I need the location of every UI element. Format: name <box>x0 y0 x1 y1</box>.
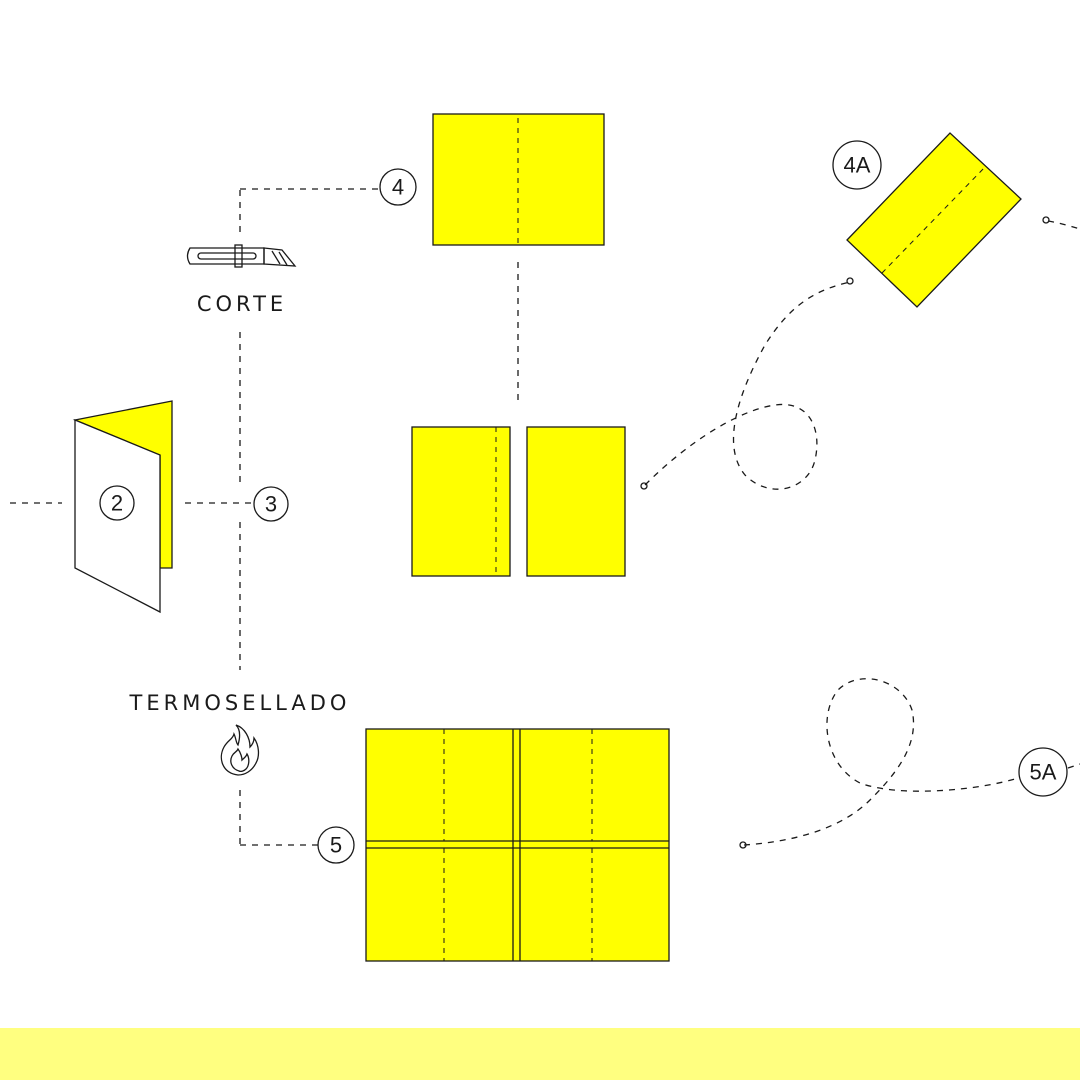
cut-halves <box>411 426 626 577</box>
step-number: 4A <box>844 153 871 178</box>
flame-icon <box>220 724 260 776</box>
label-corte: CORTE <box>197 292 287 316</box>
step-marker-4: 4 <box>379 168 417 206</box>
step-marker-2: 2 <box>99 485 135 521</box>
path-start-dot <box>739 841 747 849</box>
step-number: 3 <box>265 492 277 517</box>
curly-path-5a <box>739 678 1080 849</box>
connector-lines <box>10 188 519 846</box>
step-number: 2 <box>111 491 123 516</box>
footer-band <box>0 1028 1080 1080</box>
path-dot <box>1042 216 1050 224</box>
step-marker-3: 3 <box>253 486 289 522</box>
half-left <box>411 426 511 577</box>
step-number: 5 <box>330 833 342 858</box>
step-number: 5A <box>1030 760 1057 785</box>
sheet-step-4a <box>846 132 1022 308</box>
utility-knife-icon <box>186 244 297 268</box>
sheet-step-5 <box>365 728 670 962</box>
label-termosellado: TERMOSELLADO <box>129 691 351 715</box>
half-right <box>526 426 626 577</box>
sheet-step-4 <box>432 113 605 246</box>
path-start-dot <box>640 482 648 490</box>
path-end-dot <box>846 277 854 285</box>
step-marker-5a: 5A <box>1018 747 1068 797</box>
curly-path-4a <box>640 216 1080 490</box>
step-marker-5: 5 <box>317 826 355 864</box>
step-marker-4a: 4A <box>832 140 882 190</box>
step-number: 4 <box>392 175 404 200</box>
